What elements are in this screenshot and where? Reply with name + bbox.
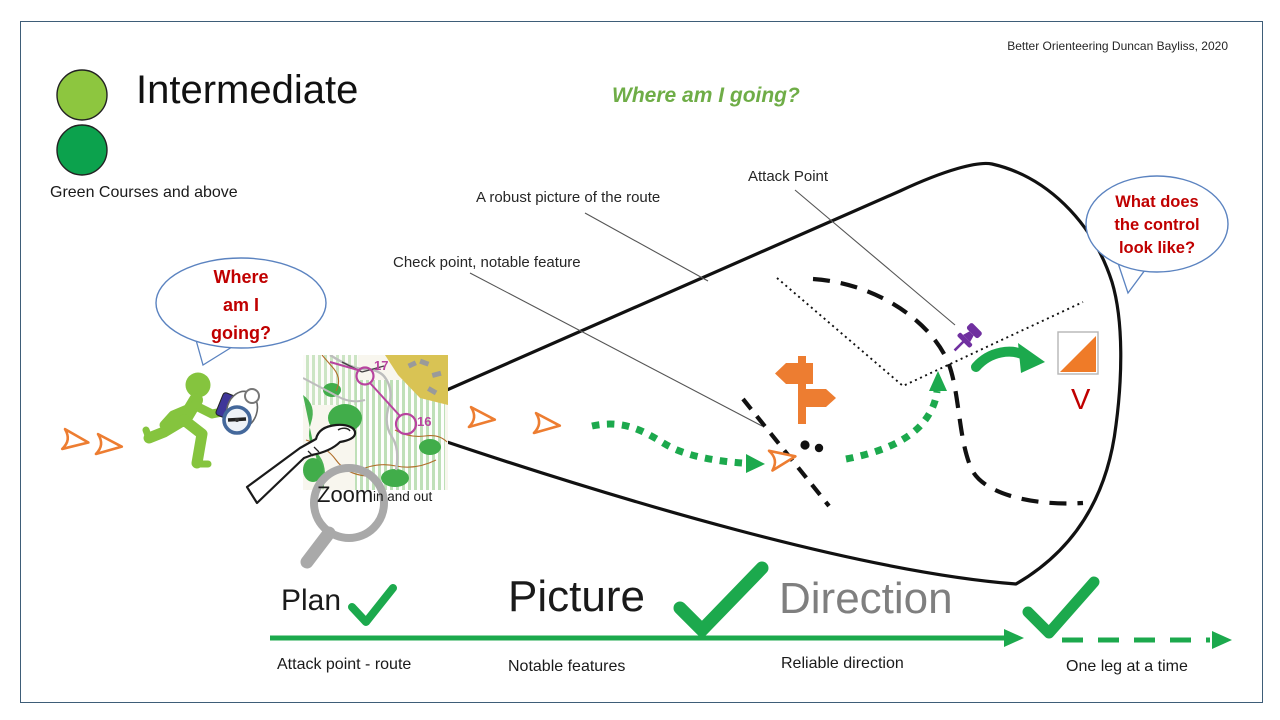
- runner-icon: [142, 372, 232, 469]
- check-icon-direction: [1022, 576, 1100, 639]
- speech-bubble-right: [1085, 175, 1229, 295]
- chevron-icon: [532, 411, 563, 437]
- label-check-point: Check point, notable feature: [393, 254, 581, 271]
- light-green-course-icon: [56, 69, 108, 121]
- page-title: Intermediate: [136, 68, 359, 112]
- thumb-nail-detail: [337, 427, 351, 432]
- control-code: V: [1071, 384, 1091, 416]
- to-control-arrow: [971, 346, 1031, 372]
- step-final-sublabel: One leg at a time: [1066, 658, 1188, 675]
- control-flag-icon: [1057, 331, 1099, 375]
- thumb-knuckle-detail: [307, 446, 320, 457]
- speech-bubble-right-text: What does the control look like?: [1114, 193, 1200, 257]
- pushpin-icon: [953, 323, 982, 352]
- speech-bubble-left: [155, 257, 327, 367]
- pointing-thumb-icon: [245, 423, 357, 505]
- zoom-label: Zoom: [317, 482, 374, 507]
- dashed-path-curve: [812, 276, 1084, 506]
- level-subtitle: Green Courses and above: [50, 184, 238, 201]
- leader-line-attack-point: [794, 189, 956, 326]
- checkpoint-dot: [814, 443, 824, 453]
- check-icon-picture: [673, 561, 769, 637]
- compass-icon: [215, 388, 260, 435]
- checkpoint-dot: [800, 440, 810, 450]
- to-control-arrowhead: [1018, 343, 1045, 373]
- map-control-number-17: 17: [374, 358, 389, 373]
- step-picture-label: Picture: [508, 572, 645, 621]
- step-direction-sublabel: Reliable direction: [781, 655, 904, 672]
- zoom-suffix-label: in and out: [373, 489, 433, 504]
- check-icon-plan: [348, 584, 397, 626]
- magnifier-icon: [300, 464, 388, 569]
- route-dotted-segment-1: [591, 420, 743, 467]
- map-control-number-16: 16: [417, 414, 432, 429]
- chevron-icon: [467, 405, 498, 431]
- signpost-icon: [775, 356, 836, 424]
- step-plan-sublabel: Attack point - route: [277, 656, 412, 673]
- dashed-crossing-line: [741, 397, 831, 508]
- slide-border: [20, 21, 1263, 703]
- progress-arrowhead: [1004, 629, 1024, 647]
- step-direction-label: Direction: [779, 574, 953, 623]
- step-picture-sublabel: Notable features: [508, 658, 626, 675]
- dark-green-course-icon: [56, 124, 108, 176]
- route-arrowhead: [746, 454, 765, 473]
- label-attack-point: Attack Point: [748, 168, 829, 185]
- attribution: Better Orienteering Duncan Bayliss, 2020: [1007, 39, 1228, 53]
- leader-line-robust-picture: [584, 212, 709, 282]
- section-heading: Where am I going?: [612, 84, 800, 107]
- route-arrowhead-up: [929, 371, 947, 391]
- progress-arrowhead-dashed: [1212, 631, 1232, 649]
- route-dotted-segment-2: [845, 390, 941, 463]
- map-thumbnail: [303, 355, 448, 490]
- dotted-boundary-line: [776, 277, 1084, 388]
- cone-outline: [439, 161, 1123, 586]
- chevron-icon: [94, 432, 125, 458]
- chevron-icon: [767, 445, 799, 472]
- leader-line-check-point: [469, 272, 763, 427]
- speech-bubble-left-text: Where am I going?: [211, 267, 271, 343]
- chevron-icon: [60, 427, 92, 454]
- step-plan-label: Plan: [281, 584, 342, 617]
- label-robust-picture: A robust picture of the route: [476, 189, 661, 206]
